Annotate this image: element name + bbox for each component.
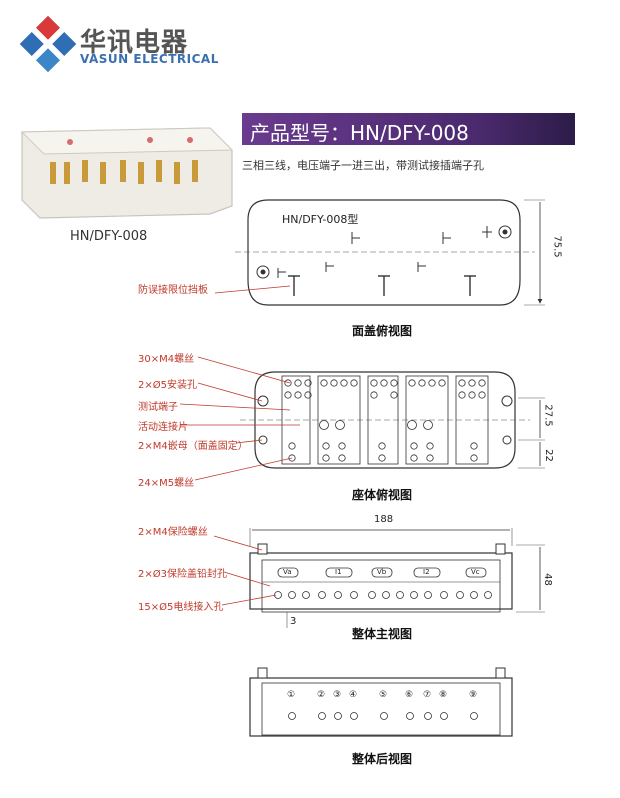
callout-link-plate: 活动连接片: [138, 422, 188, 433]
callout-safety-screws: 2×M4保险螺丝: [138, 527, 208, 538]
cover-view-title: 面盖俯视图: [352, 324, 413, 338]
rear-number: ①: [287, 690, 296, 700]
rear-view-drawing: [249, 667, 513, 737]
callout-test-terminal: 测试端子: [138, 402, 178, 413]
brand-name-en: VASUN ELECTRICAL: [80, 52, 219, 66]
dim-base-b: 22: [542, 449, 554, 462]
callout-m4-screws: 30×M4螺丝: [138, 354, 195, 365]
callout-seal-holes: 2×Ø3保险盖铅封孔: [138, 569, 227, 580]
product-description: 三相三线，电压端子一进三出，带测试接插端子孔: [242, 159, 484, 172]
dim-front-width: 188: [374, 514, 394, 525]
rear-number: ④: [349, 690, 358, 700]
model-banner: [242, 113, 575, 145]
phase-label-i2: I2: [423, 568, 430, 576]
front-view-title: 整体主视图: [352, 627, 413, 641]
phase-label-va: Va: [283, 568, 292, 576]
phase-label-i1: I1: [335, 568, 342, 576]
cover-model-label: HN/DFY-008型: [282, 213, 359, 226]
phase-label-vb: Vb: [377, 568, 387, 576]
base-top-drawing: [179, 356, 545, 481]
dim-front-height: 48: [541, 573, 553, 586]
rear-number: ②: [317, 690, 326, 700]
dim-base-a: 27.5: [542, 404, 554, 427]
phase-label-vc: Vc: [471, 568, 480, 576]
photo-caption: HN/DFY-008: [70, 229, 148, 244]
rear-number: ⑧: [439, 690, 448, 700]
rear-number: ⑥: [405, 690, 414, 700]
callout-wire-holes: 15×Ø5电线接入孔: [138, 602, 224, 613]
base-view-title: 座体俯视图: [352, 488, 413, 502]
callout-mount-holes: 2×Ø5安装孔: [138, 380, 197, 391]
rear-number: ⑤: [379, 690, 388, 700]
rear-number: ⑦: [423, 690, 432, 700]
rear-view-title: 整体后视图: [352, 752, 413, 766]
callout-limit-baffle: 防误接限位挡板: [138, 285, 208, 296]
dim-front-small: 3: [290, 616, 297, 627]
rear-number: ⑨: [469, 690, 478, 700]
dim-cover-height: 75.5: [551, 235, 563, 258]
front-view-drawing: [213, 528, 545, 628]
rear-number: ③: [333, 690, 342, 700]
callout-m5-screws: 24×M5螺丝: [138, 478, 195, 489]
model-label: 产品型号：HN/DFY-008: [250, 121, 469, 145]
callout-m4-nuts: 2×M4嵌母（面盖固定）: [138, 441, 248, 452]
cover-top-drawing: [214, 199, 545, 306]
brand-name-cn: 华讯电器: [80, 28, 189, 58]
